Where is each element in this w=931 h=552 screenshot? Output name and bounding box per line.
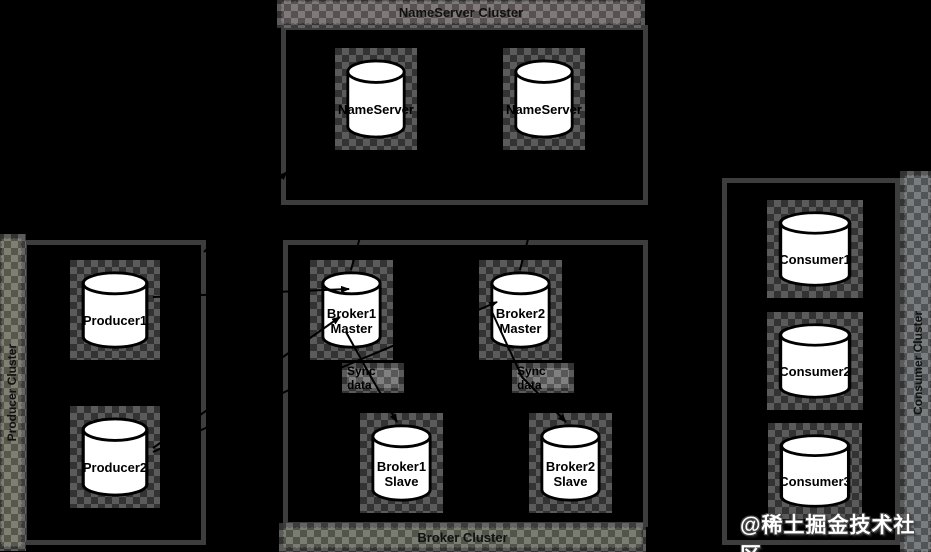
- broker-cluster-title-bar: Broker Cluster: [279, 523, 646, 552]
- sync-data-text: Sync data: [347, 364, 376, 392]
- cylinder-icon: [81, 271, 149, 349]
- juejin-watermark: @稀土掘金技术社区: [740, 514, 916, 552]
- transparency-halo: [0, 234, 26, 551]
- nameserver-cluster-title: NameServer Cluster: [398, 5, 524, 20]
- cylinder-icon: [514, 59, 574, 139]
- consumer-cluster-box: [722, 178, 900, 545]
- cylinder-icon: [81, 417, 149, 497]
- cylinder-icon: [346, 59, 406, 139]
- producer-cluster-title-bar: Producer Cluster: [0, 234, 26, 551]
- sync-data-label-1: Sync data: [342, 363, 404, 393]
- node-label: NameServer: [506, 102, 582, 118]
- nameserver-cluster-title-bar: NameServer Cluster: [277, 0, 645, 28]
- node-label: Consumer3: [779, 474, 851, 490]
- node-label: Broker2 Master: [495, 306, 546, 336]
- transparency-halo: [277, 0, 645, 28]
- broker2-master-node: Broker2 Master: [479, 260, 562, 360]
- node-label: Broker2 Slave: [545, 459, 596, 489]
- producer2-node: Producer2: [70, 406, 160, 508]
- node-label: Consumer1: [779, 252, 851, 268]
- broker-cluster-title: Broker Cluster: [417, 530, 508, 545]
- node-label: Producer1: [82, 313, 148, 329]
- node-label: Broker1 Master: [326, 306, 377, 336]
- consumer-to-nameserver-arrow: [651, 192, 723, 216]
- sync-data-text: Sync data: [517, 364, 546, 392]
- broker1-slave-node: Broker1 Slave: [360, 413, 443, 513]
- transparency-halo: [900, 171, 931, 552]
- producer1-node: Producer1: [70, 260, 160, 360]
- node-label: Consumer2: [779, 364, 851, 380]
- broker2-slave-node: Broker2 Slave: [529, 413, 612, 513]
- consumer-cluster-title: Consumer Cluster: [910, 311, 925, 416]
- node-label: Broker1 Slave: [376, 459, 427, 489]
- broker1-master-node: Broker1 Master: [310, 260, 393, 360]
- cylinder-icon: [778, 211, 852, 287]
- nameserver2-node: NameServer: [503, 48, 585, 150]
- producer-to-nameserver-arrow: [203, 171, 288, 253]
- consumer1-node: Consumer1: [767, 200, 863, 298]
- cylinder-icon: [779, 434, 851, 508]
- cylinder-icon: [778, 323, 852, 399]
- nameserver1-node: NameServer: [335, 48, 417, 150]
- producer-cluster-title: Producer Cluster: [4, 343, 19, 442]
- transparency-halo: [279, 523, 646, 552]
- sync-data-label-2: Sync data: [512, 363, 574, 393]
- consumer-cluster-title-bar: Consumer Cluster: [900, 171, 931, 552]
- consumer3-node: Consumer3: [768, 423, 862, 519]
- consumer2-node: Consumer2: [767, 312, 863, 410]
- node-label: NameServer: [338, 102, 414, 118]
- cylinder-icon: [540, 424, 601, 502]
- node-label: Producer2: [82, 460, 148, 476]
